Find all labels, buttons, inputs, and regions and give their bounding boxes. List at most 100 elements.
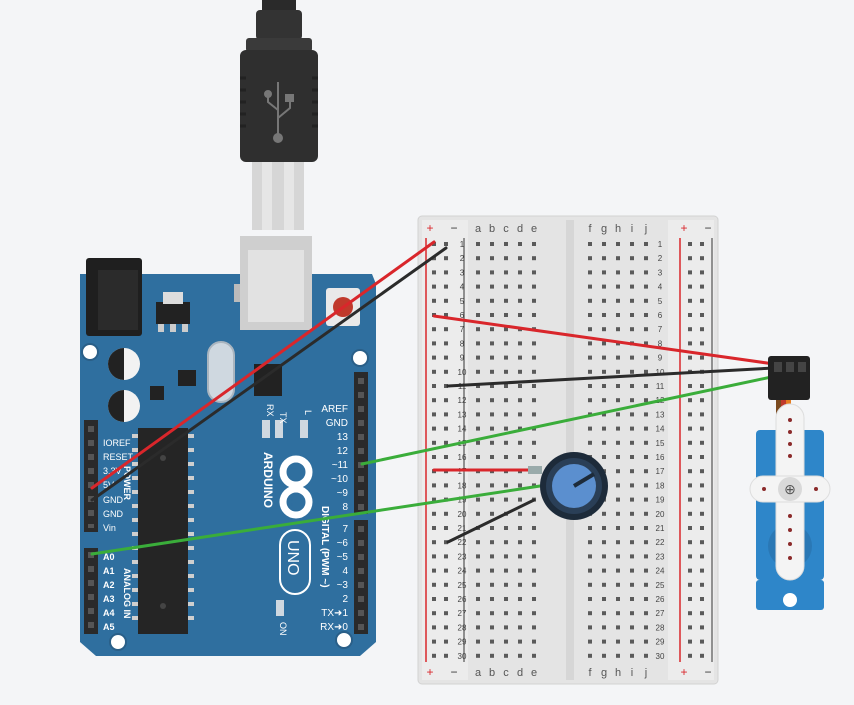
breadboard-hole[interactable] [490,242,494,246]
breadboard-hole[interactable] [504,554,508,559]
rail-hole[interactable] [688,284,692,289]
rail-hole[interactable] [432,355,436,360]
breadboard-hole[interactable] [518,313,522,317]
breadboard-hole[interactable] [504,298,508,303]
rail-hole[interactable] [444,341,448,346]
breadboard-hole[interactable] [490,412,494,417]
breadboard-hole[interactable] [518,284,522,289]
breadboard-hole[interactable] [630,455,634,459]
breadboard-hole[interactable] [630,511,634,516]
rail-hole[interactable] [444,384,448,388]
breadboard-hole[interactable] [630,611,634,616]
breadboard-hole[interactable] [602,568,606,573]
rail-hole[interactable] [444,355,448,360]
breadboard-hole[interactable] [616,483,620,488]
breadboard-hole[interactable] [616,469,620,474]
breadboard-hole[interactable] [518,440,522,445]
breadboard-hole[interactable] [644,639,648,644]
arduino-board[interactable]: TX RX L ON − + ARDUINO UNO DIGITAL (PWM … [80,236,376,656]
breadboard-hole[interactable] [630,440,634,445]
breadboard-hole[interactable] [630,568,634,573]
breadboard-hole[interactable] [504,412,508,417]
breadboard-hole[interactable] [532,284,536,289]
rail-hole[interactable] [432,398,436,403]
breadboard-hole[interactable] [490,526,494,530]
breadboard-hole[interactable] [490,398,494,403]
breadboard-hole[interactable] [630,639,634,644]
breadboard-hole[interactable] [602,597,606,601]
potentiometer-knob-icon[interactable] [528,452,608,520]
rail-hole[interactable] [700,426,704,431]
breadboard-hole[interactable] [630,256,634,261]
breadboard-hole[interactable] [490,440,494,445]
breadboard-hole[interactable] [504,597,508,601]
breadboard-hole[interactable] [588,384,592,388]
rail-hole[interactable] [688,526,692,530]
breadboard-hole[interactable] [616,540,620,545]
breadboard-hole[interactable] [490,327,494,332]
breadboard-hole[interactable] [644,313,648,317]
rail-hole[interactable] [700,455,704,459]
breadboard-hole[interactable] [490,582,494,587]
breadboard-hole[interactable] [504,540,508,545]
breadboard-hole[interactable] [616,398,620,403]
breadboard-hole[interactable] [504,270,508,275]
breadboard-hole[interactable] [532,568,536,573]
breadboard-hole[interactable] [518,540,522,545]
breadboard-hole[interactable] [490,639,494,644]
breadboard-hole[interactable] [476,242,480,246]
breadboard-hole[interactable] [504,440,508,445]
breadboard-hole[interactable] [588,639,592,644]
breadboard-hole[interactable] [644,398,648,403]
breadboard-hole[interactable] [602,256,606,261]
breadboard-hole[interactable] [616,369,620,374]
breadboard-hole[interactable] [532,540,536,545]
breadboard-hole[interactable] [518,455,522,459]
breadboard-hole[interactable] [644,526,648,530]
breadboard-hole[interactable] [476,298,480,303]
rail-hole[interactable] [444,398,448,403]
rail-hole[interactable] [688,554,692,559]
breadboard-hole[interactable] [518,242,522,246]
rail-hole[interactable] [444,483,448,488]
breadboard-hole[interactable] [490,284,494,289]
rail-hole[interactable] [432,582,436,587]
breadboard-hole[interactable] [476,440,480,445]
breadboard-hole[interactable] [630,497,634,502]
breadboard-hole[interactable] [644,256,648,261]
rail-hole[interactable] [444,653,448,658]
breadboard-hole[interactable] [476,426,480,431]
breadboard-hole[interactable] [602,653,606,658]
breadboard-hole[interactable] [602,384,606,388]
breadboard-hole[interactable] [476,568,480,573]
breadboard-hole[interactable] [588,242,592,246]
breadboard-hole[interactable] [532,526,536,530]
breadboard-hole[interactable] [616,625,620,630]
rail-hole[interactable] [444,327,448,332]
rail-hole[interactable] [432,639,436,644]
breadboard-hole[interactable] [644,653,648,658]
breadboard-hole[interactable] [602,526,606,530]
breadboard-hole[interactable] [518,639,522,644]
breadboard-hole[interactable] [490,256,494,261]
breadboard-hole[interactable] [518,341,522,346]
breadboard-hole[interactable] [518,398,522,403]
rail-hole[interactable] [432,369,436,374]
breadboard-hole[interactable] [504,639,508,644]
breadboard-hole[interactable] [532,355,536,360]
rail-hole[interactable] [688,653,692,658]
breadboard-hole[interactable] [518,653,522,658]
rail-hole[interactable] [688,511,692,516]
breadboard-hole[interactable] [630,369,634,374]
breadboard-hole[interactable] [532,412,536,417]
breadboard-hole[interactable] [602,540,606,545]
breadboard-hole[interactable] [476,611,480,616]
breadboard-hole[interactable] [476,554,480,559]
rail-hole[interactable] [688,384,692,388]
breadboard-hole[interactable] [518,270,522,275]
breadboard-hole[interactable] [602,242,606,246]
rail-hole[interactable] [432,597,436,601]
breadboard-hole[interactable] [518,483,522,488]
breadboard-hole[interactable] [588,440,592,445]
